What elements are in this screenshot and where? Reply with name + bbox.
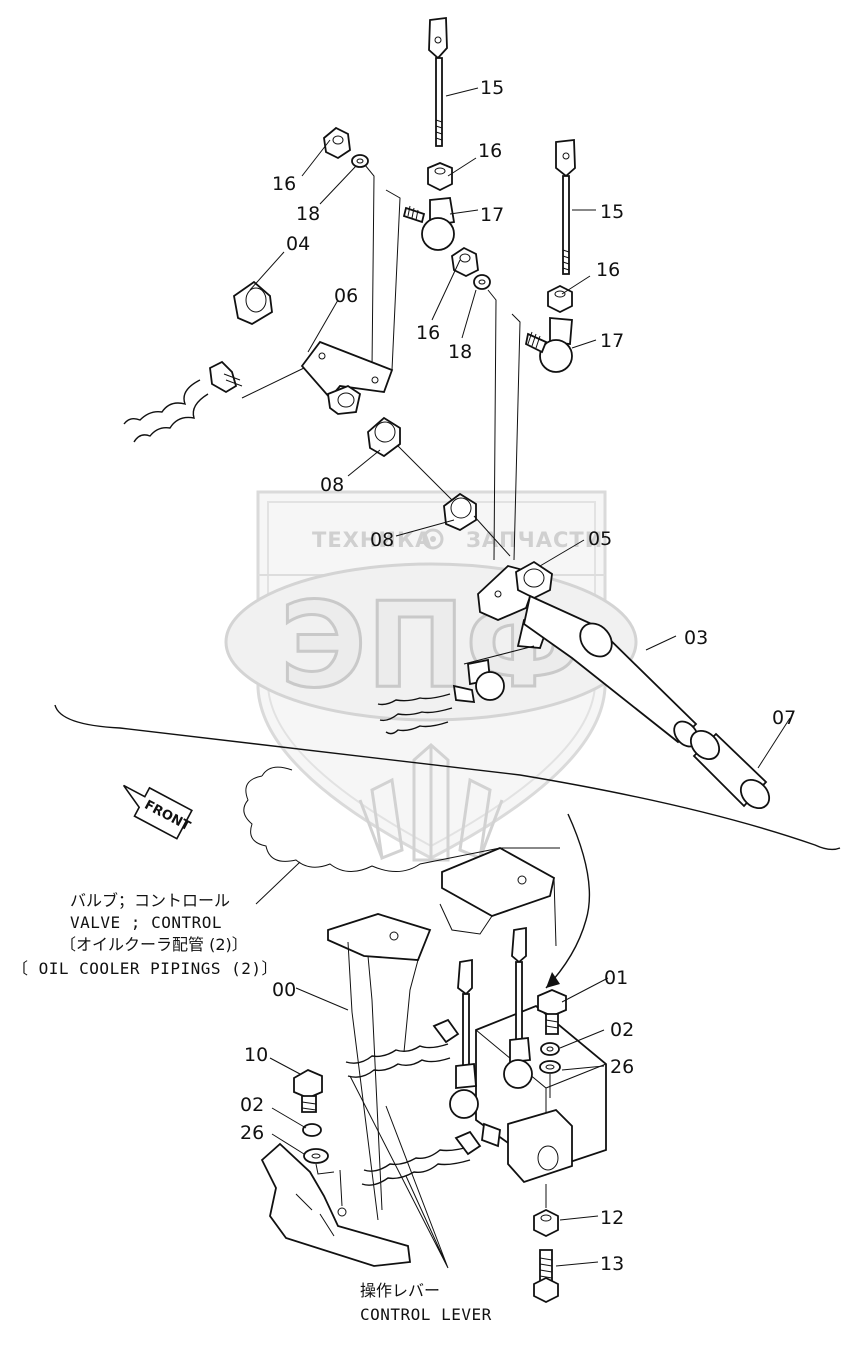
captions: バルブ；コントロール VALVE ; CONTROL 〔オイルクーラ配管 (2)… [12, 891, 492, 1324]
part-number-15: 15 [480, 77, 504, 99]
part-number-02: 02 [240, 1094, 264, 1116]
part-number-12: 12 [600, 1207, 624, 1229]
part-number-07: 07 [772, 707, 796, 729]
part-number-17: 17 [480, 204, 504, 226]
lever-caption-jp: 操作レバー [360, 1281, 440, 1300]
cooler-caption-jp: 〔オイルクーラ配管 (2)〕 [60, 935, 248, 954]
nut-16-middle [451, 246, 479, 278]
part-number-13: 13 [600, 1253, 624, 1275]
washer-02-left [302, 1123, 322, 1137]
front-arrow-icon: FRONT [122, 784, 193, 840]
ball-joint-17-upper [402, 197, 456, 251]
bushing-04 [233, 280, 273, 326]
section-curve [54, 704, 841, 851]
part-number-16: 16 [416, 322, 440, 344]
washer-02-right [540, 1042, 560, 1056]
part-number-08: 08 [370, 529, 394, 551]
cable-left [123, 360, 305, 443]
part-number-04: 04 [286, 233, 310, 255]
lower-assembly [260, 813, 607, 1304]
watermark-brand-right: ЗАПЧАСТИ [466, 528, 603, 552]
part-number-16: 16 [478, 140, 502, 162]
washer-18-middle [473, 274, 491, 290]
ball-joint-lower [377, 645, 535, 735]
nut-16-top [427, 162, 453, 192]
watermark: ТЕХНИКА ЗАПЧАСТИ ЭПФ [224, 490, 638, 862]
assembly-arrow [545, 813, 591, 989]
upper-bracket [441, 847, 556, 917]
control-valve-outline [243, 766, 560, 872]
part-labels: 15 16 16 18 17 15 04 06 16 16 18 17 08 0… [240, 77, 796, 1275]
cooler-caption-en: 〔 OIL COOLER PIPINGS (2)〕 [12, 959, 278, 978]
part-number-15: 15 [600, 201, 624, 223]
part-number-06: 06 [334, 285, 358, 307]
rod-15-right [555, 138, 576, 275]
part-number-03: 03 [684, 627, 708, 649]
valve-caption-en: VALVE ; CONTROL [70, 913, 222, 932]
part-number-00: 00 [272, 979, 296, 1001]
bottom-bracket [260, 1142, 412, 1267]
bracket-06 [300, 340, 394, 415]
part-number-26: 26 [240, 1122, 264, 1144]
part-number-16: 16 [596, 259, 620, 281]
bolt-01 [537, 989, 567, 1035]
nut-12 [533, 1208, 559, 1238]
upper-assembly [123, 16, 771, 810]
control-cables [345, 1018, 482, 1186]
bolt-10 [293, 1068, 323, 1113]
lever-rods [449, 926, 533, 1148]
leader-lines [249, 87, 791, 1269]
part-number-05: 05 [588, 528, 612, 550]
nut-16-left [323, 126, 351, 160]
bushing-08-a [367, 416, 401, 458]
part-number-18: 18 [448, 341, 472, 363]
valve-block [475, 1004, 607, 1184]
nut-16-right [547, 284, 573, 314]
washer-18-left [351, 154, 369, 168]
part-number-16: 16 [272, 173, 296, 195]
part-number-01: 01 [604, 967, 628, 989]
left-bracket [327, 913, 432, 961]
part-number-08: 08 [320, 474, 344, 496]
part-number-18: 18 [296, 203, 320, 225]
part-number-02: 02 [610, 1019, 634, 1041]
washer-26-right [539, 1060, 561, 1074]
rod-15-top [428, 16, 448, 147]
ball-joint-17-right [524, 317, 573, 373]
part-number-10: 10 [244, 1044, 268, 1066]
valve-caption-jp: バルブ；コントロール [70, 891, 230, 910]
gear-icon [422, 528, 444, 550]
wheat-icon [358, 742, 504, 862]
part-number-17: 17 [600, 330, 624, 352]
sleeve-07 [689, 729, 771, 810]
lever-caption-en: CONTROL LEVER [360, 1305, 492, 1324]
part-number-26: 26 [610, 1056, 634, 1078]
bolt-13 [533, 1249, 559, 1304]
washer-26-left [303, 1148, 329, 1164]
